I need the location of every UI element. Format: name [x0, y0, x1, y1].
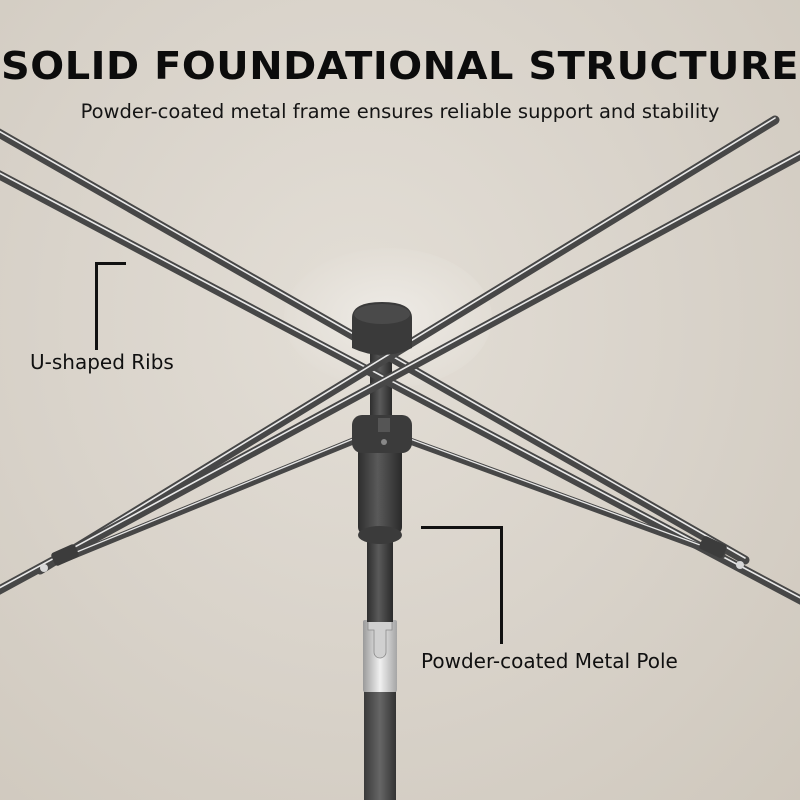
rib-joints [40, 536, 744, 572]
page-title: SOLID FOUNDATIONAL STRUCTURE [0, 44, 800, 88]
callout-pole-label: Powder-coated Metal Pole [421, 649, 678, 673]
stretchers [58, 426, 726, 564]
lower-pole [363, 520, 397, 800]
pole-leader-vertical [500, 526, 503, 644]
pole-leader-horizontal [421, 526, 503, 529]
top-hub [352, 302, 412, 355]
ribs-leader-horizontal [95, 262, 126, 265]
page-subtitle: Powder-coated metal frame ensures reliab… [80, 100, 720, 123]
runner-hub [352, 415, 412, 453]
callout-ribs-label: U-shaped Ribs [30, 350, 174, 374]
ribs-leader-vertical [95, 262, 98, 350]
